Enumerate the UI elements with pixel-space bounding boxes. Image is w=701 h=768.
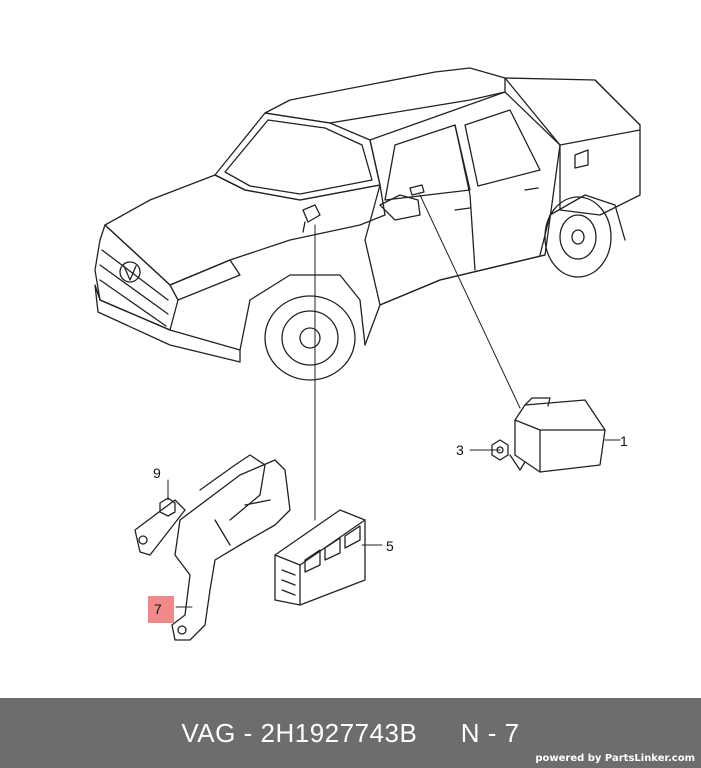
callout-3: 3 (456, 442, 464, 458)
callout-9: 9 (153, 465, 161, 481)
footer-bar: VAG - 2H1927743B N - 7 powered by PartsL… (0, 698, 701, 768)
part-5-control-unit (274, 509, 366, 606)
brand-label: VAG (181, 718, 236, 748)
part-3-nut (491, 439, 509, 461)
leader-lines (167, 194, 621, 608)
part-1-control-module (509, 397, 606, 473)
powered-by-credit[interactable]: powered by PartsLinker.com (535, 753, 695, 764)
separator: - (243, 718, 253, 748)
callout-7-highlight (148, 596, 174, 623)
callout-7: 7 (154, 601, 162, 617)
footer-caption: VAG - 2H1927743B N - 7 (0, 718, 701, 749)
pickup-truck-illustration (94, 67, 641, 381)
part-9-nut (159, 497, 176, 517)
part-number: 2H1927743B (260, 718, 418, 748)
callout-1: 1 (620, 433, 628, 449)
callout-5: 5 (386, 538, 394, 554)
part-7-bracket (134, 454, 291, 641)
parts-diagram (94, 67, 641, 641)
position-label: N - 7 (460, 718, 520, 748)
